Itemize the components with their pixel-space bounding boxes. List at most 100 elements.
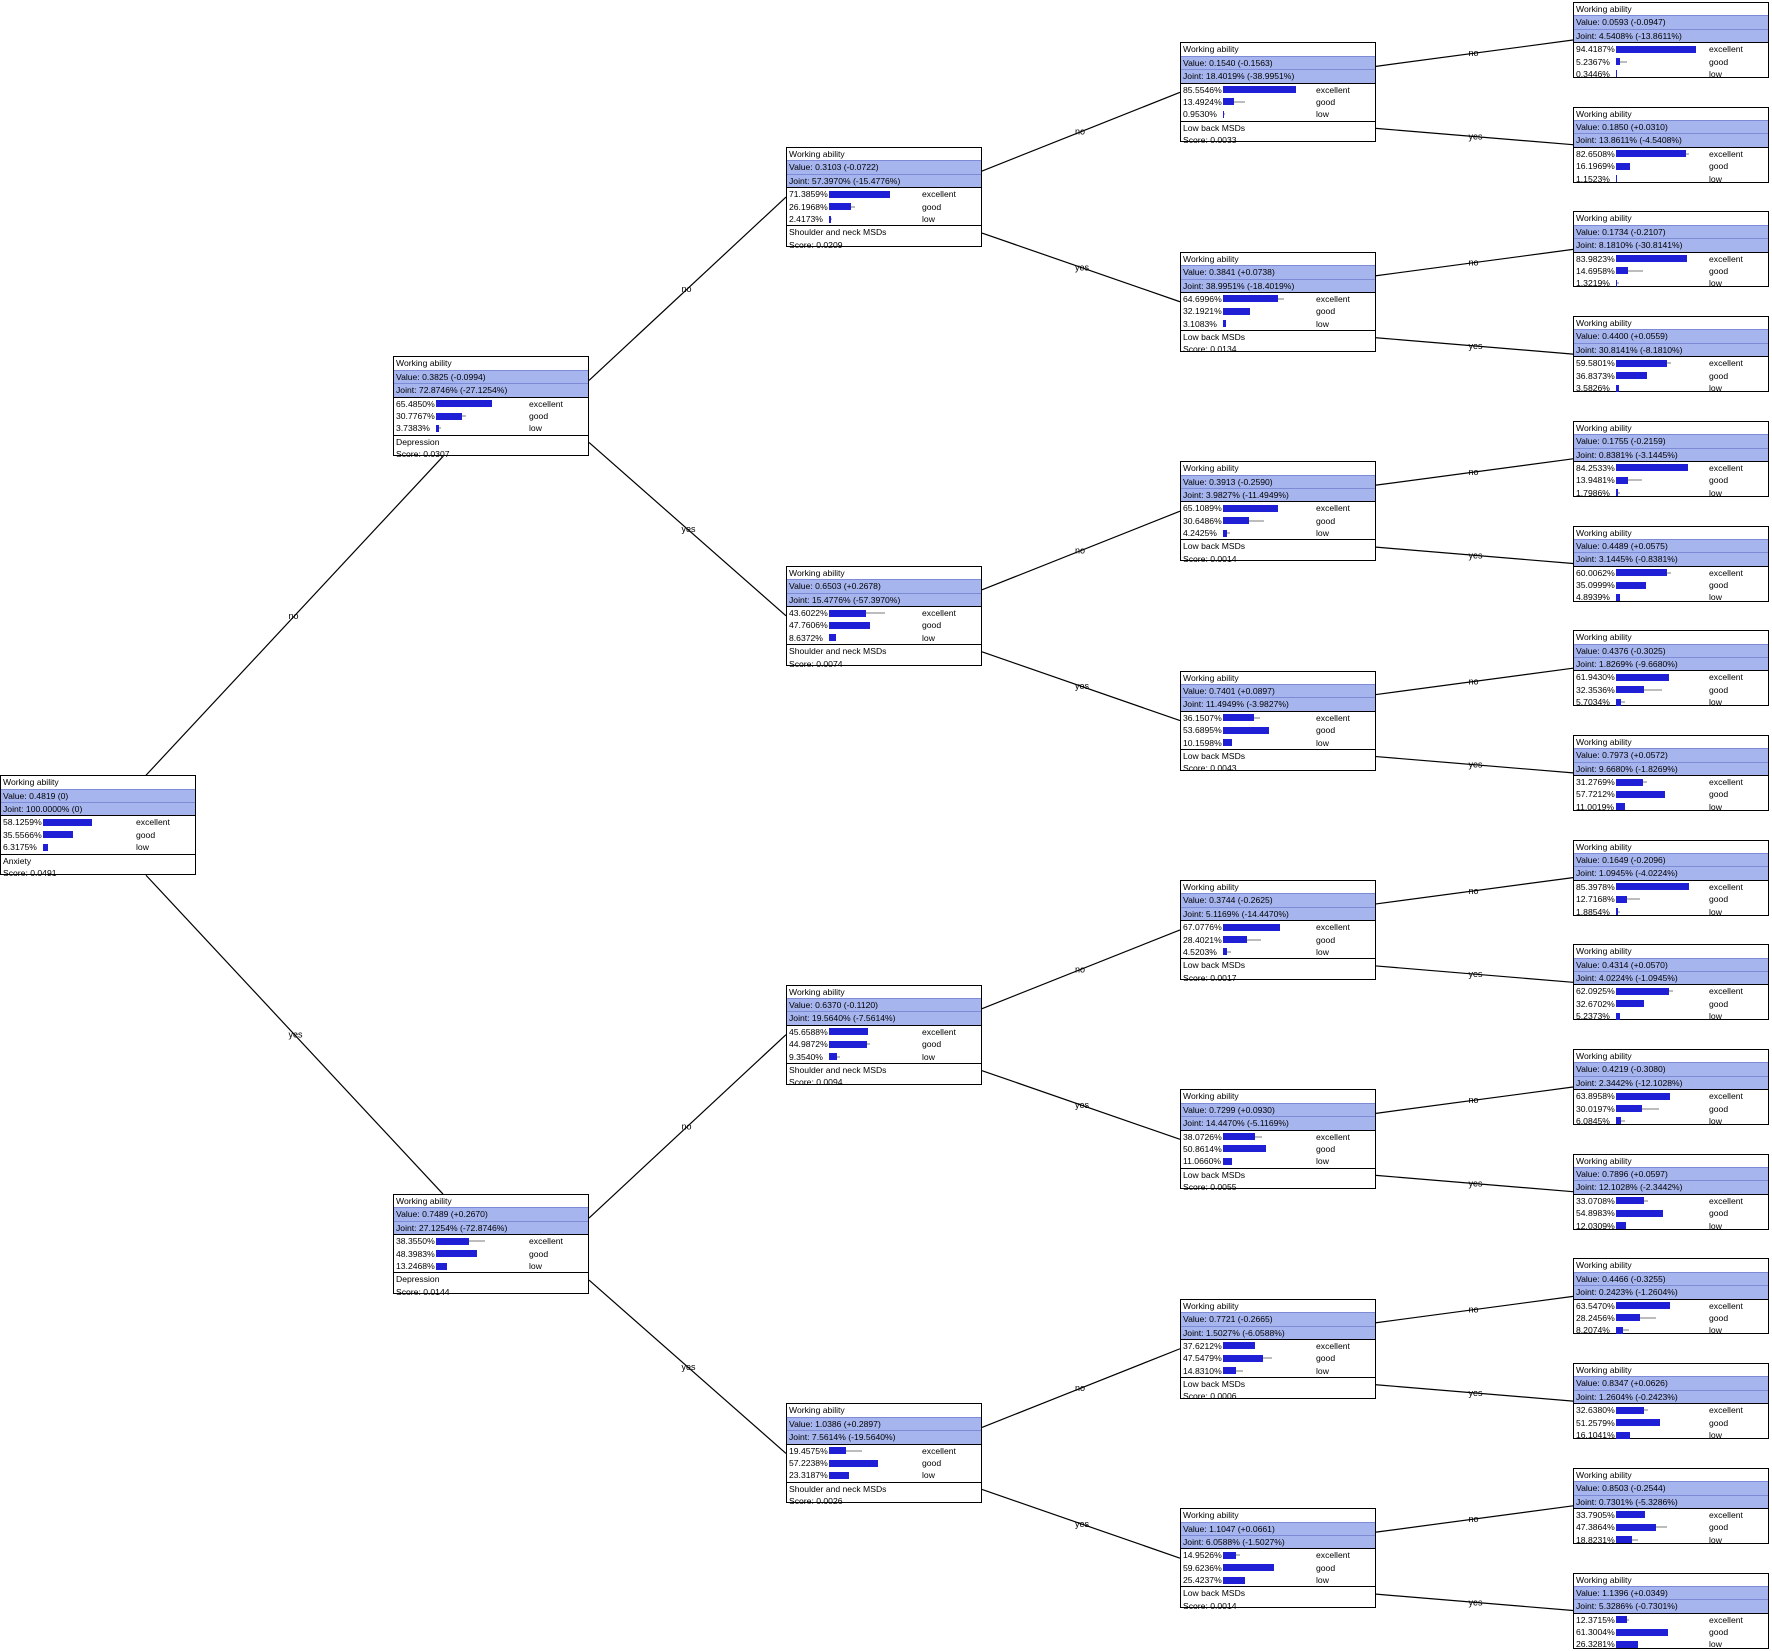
state-row: 32.6702%good — [1574, 998, 1768, 1010]
state-percent: 65.4850% — [396, 398, 436, 410]
probability-bar — [436, 425, 439, 432]
node-title: Working ability — [1574, 1574, 1768, 1586]
probability-bar — [1223, 1133, 1255, 1140]
edge-label: yes — [1075, 262, 1090, 272]
state-percent: 30.7767% — [396, 410, 436, 422]
node-joint: Joint: 8.1810% (-30.8141%) — [1574, 238, 1768, 251]
state-label: good — [922, 1038, 941, 1050]
state-percent: 14.8310% — [1183, 1365, 1223, 1377]
state-label: low — [1316, 1574, 1329, 1586]
node-joint: Joint: 38.9951% (-18.4019%) — [1181, 279, 1375, 292]
state-percent: 26.3281% — [1576, 1638, 1616, 1650]
state-row: 12.3715%excellent — [1574, 1613, 1768, 1626]
state-row: 84.2533%excellent — [1574, 461, 1768, 474]
edge-label: yes — [289, 1030, 304, 1040]
state-percent: 47.7606% — [789, 619, 829, 631]
state-percent: 26.1968% — [789, 201, 829, 213]
state-label: low — [1709, 1220, 1722, 1232]
state-label: low — [1709, 1534, 1722, 1546]
edge-label: no — [682, 284, 692, 294]
state-label: excellent — [1316, 712, 1350, 724]
state-label: low — [529, 422, 542, 434]
state-row: 9.3540%low — [787, 1051, 981, 1063]
state-percent: 48.3983% — [396, 1248, 436, 1260]
state-label: low — [1316, 527, 1329, 539]
node-value: Value: 0.4376 (-0.3025) — [1574, 644, 1768, 657]
probability-bar — [829, 216, 831, 223]
state-label: good — [1316, 96, 1335, 108]
state-label: low — [1316, 737, 1329, 749]
state-row: 25.4237%low — [1181, 1574, 1375, 1586]
state-percent: 62.0925% — [1576, 985, 1616, 997]
split-attribute: Low back MSDs — [1181, 1168, 1375, 1181]
probability-bar — [829, 610, 866, 617]
state-row: 65.4850%excellent — [394, 397, 588, 410]
state-row: 11.0019%low — [1574, 801, 1768, 813]
state-row: 63.5470%excellent — [1574, 1299, 1768, 1312]
state-row: 14.6958%good — [1574, 265, 1768, 277]
state-row: 11.0660%low — [1181, 1155, 1375, 1167]
edge-label: yes — [1469, 132, 1484, 142]
state-percent: 8.6372% — [789, 632, 829, 644]
state-label: low — [1709, 382, 1722, 394]
state-row: 35.5566%good — [1, 829, 195, 841]
probability-bar — [1616, 582, 1646, 589]
state-label: low — [529, 1260, 542, 1272]
state-percent: 28.2456% — [1576, 1312, 1616, 1324]
node-value: Value: 0.6370 (-0.1120) — [787, 998, 981, 1011]
node-value: Value: 0.4466 (-0.3255) — [1574, 1272, 1768, 1285]
state-label: low — [1709, 801, 1722, 813]
probability-bar — [1616, 779, 1643, 786]
node-value: Value: 0.1540 (-0.1563) — [1181, 56, 1375, 69]
state-percent: 13.4924% — [1183, 96, 1223, 108]
state-row: 6.3175%low — [1, 841, 195, 853]
state-label: low — [1709, 1638, 1722, 1650]
split-attribute: Low back MSDs — [1181, 330, 1375, 343]
probability-bar — [1616, 1511, 1645, 1518]
edge-label: no — [1075, 1383, 1085, 1393]
node-joint: Joint: 3.9827% (-11.4949%) — [1181, 488, 1375, 501]
state-row: 14.8310%low — [1181, 1365, 1375, 1377]
state-label: good — [136, 829, 155, 841]
split-attribute: Low back MSDs — [1181, 1586, 1375, 1599]
probability-bar — [1616, 1117, 1621, 1124]
state-percent: 11.0660% — [1183, 1155, 1223, 1167]
probability-bar — [1616, 699, 1621, 706]
state-percent: 4.2425% — [1183, 527, 1223, 539]
state-row: 71.3859%excellent — [787, 187, 981, 200]
state-percent: 71.3859% — [789, 188, 829, 200]
state-label: good — [1316, 1562, 1335, 1574]
node-joint: Joint: 1.0945% (-4.0224%) — [1574, 866, 1768, 879]
